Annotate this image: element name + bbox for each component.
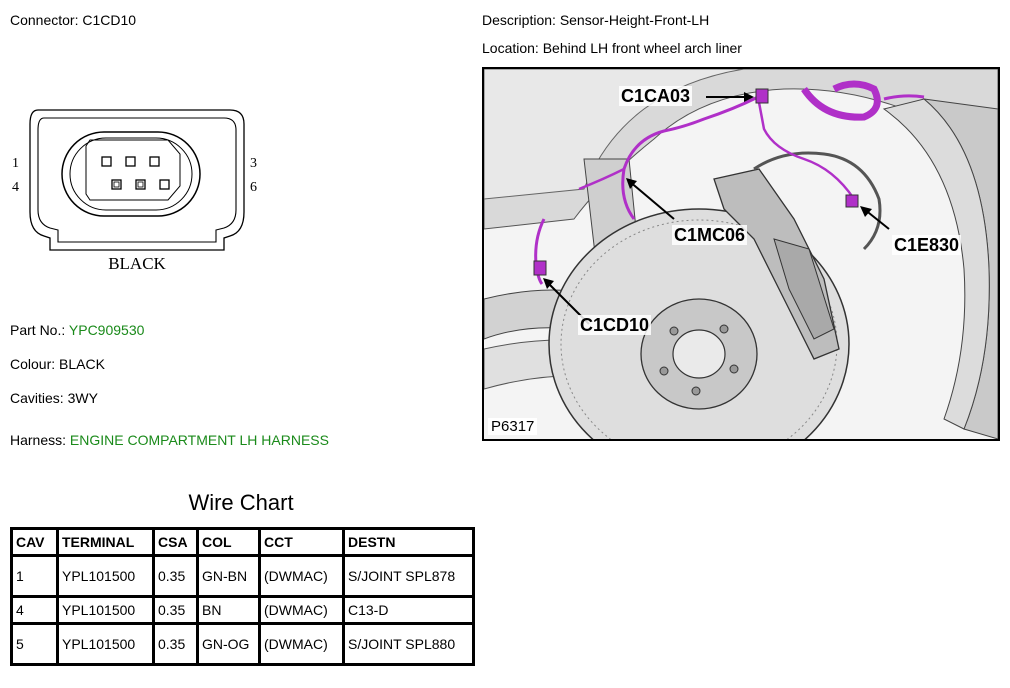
pin-label-1: 1 [12,156,19,171]
header-csa: CSA [152,527,199,557]
cavity-4 [111,179,122,190]
cell-col: BN [196,595,261,625]
part-no-label: Part No.: [10,322,66,338]
cell-cav: 4 [10,595,59,625]
header-terminal: TERMINAL [56,527,155,557]
location-label: Location: [482,40,539,56]
wire-chart-title: Wire Chart [188,490,294,515]
colour-value: BLACK [59,356,105,372]
cell-cav: 5 [10,622,59,666]
cell-cct: (DWMAC) [258,622,345,666]
cell-cct: (DWMAC) [258,595,345,625]
harness-line: Harness: ENGINE COMPARTMENT LH HARNESS [10,432,329,448]
harness-value[interactable]: ENGINE COMPARTMENT LH HARNESS [69,432,329,448]
connector-label: Connector: [10,12,79,28]
cavities-value: 3WY [67,390,98,406]
part-no-line: Part No.: YPC909530 [10,322,144,338]
connector-housing-outline [29,109,245,251]
cell-cct: (DWMAC) [258,554,345,598]
wire-chart-table: CAV TERMINAL CSA COL CCT DESTN 1 YPL1015… [10,527,475,666]
header-col: COL [196,527,261,557]
pin-label-4: 4 [12,180,19,195]
callout-c1e830: C1E830 [892,235,962,255]
table-row: 5 YPL101500 0.35 GN-OG (DWMAC) S/JOINT S… [10,622,475,666]
callout-c1mc06: C1MC06 [672,225,748,245]
location-illustration: C1CA03 C1MC06 C1E830 C1CD10 P6317 [482,67,1000,441]
connector-color-label: BLACK [108,254,166,273]
wheel-arch-illustration [484,69,998,439]
cavity-6 [159,179,170,190]
cavities-line: Cavities: 3WY [10,390,98,406]
header-destn: DESTN [342,527,475,557]
cavity-3 [149,156,160,167]
cavity-2 [125,156,136,167]
pin-label-3: 3 [250,156,257,171]
header-cct: CCT [258,527,345,557]
cell-csa: 0.35 [152,622,199,666]
figure-code: P6317 [488,418,538,435]
cavity-5 [135,179,146,190]
description-value: Sensor-Height-Front-LH [559,12,710,28]
description-line: Description: Sensor-Height-Front-LH [482,12,709,28]
connector-face-drawing: 1 4 3 6 BLACK [12,109,257,273]
cell-csa: 0.35 [152,595,199,625]
header-cav: CAV [10,527,59,557]
location-line: Location: Behind LH front wheel arch lin… [482,40,742,56]
cell-col: GN-OG [196,622,261,666]
table-row: 1 YPL101500 0.35 GN-BN (DWMAC) S/JOINT S… [10,554,475,598]
harness-label: Harness: [10,432,67,448]
cavity-1 [101,156,112,167]
cavities-label: Cavities: [10,390,64,406]
cell-destn: C13-D [342,595,475,625]
cell-terminal: YPL101500 [56,595,155,625]
connector-line: Connector: C1CD10 [10,12,136,28]
connector-inner-oval [61,131,201,217]
part-no-value[interactable]: YPC909530 [68,322,145,338]
cell-col: GN-BN [196,554,261,598]
cell-destn: S/JOINT SPL880 [342,622,475,666]
cell-terminal: YPL101500 [56,554,155,598]
table-row: 4 YPL101500 0.35 BN (DWMAC) C13-D [10,595,475,625]
pin-label-6: 6 [250,180,257,195]
callout-c1cd10: C1CD10 [578,315,652,335]
cell-cav: 1 [10,554,59,598]
description-label: Description: [482,12,556,28]
location-value: Behind LH front wheel arch liner [542,40,742,56]
colour-label: Colour: [10,356,56,372]
connector-id: C1CD10 [82,12,137,28]
callout-c1ca03: C1CA03 [619,86,693,106]
colour-line: Colour: BLACK [10,356,105,372]
wire-chart-header-row: CAV TERMINAL CSA COL CCT DESTN [10,527,475,557]
cell-csa: 0.35 [152,554,199,598]
cell-terminal: YPL101500 [56,622,155,666]
cell-destn: S/JOINT SPL878 [342,554,475,598]
